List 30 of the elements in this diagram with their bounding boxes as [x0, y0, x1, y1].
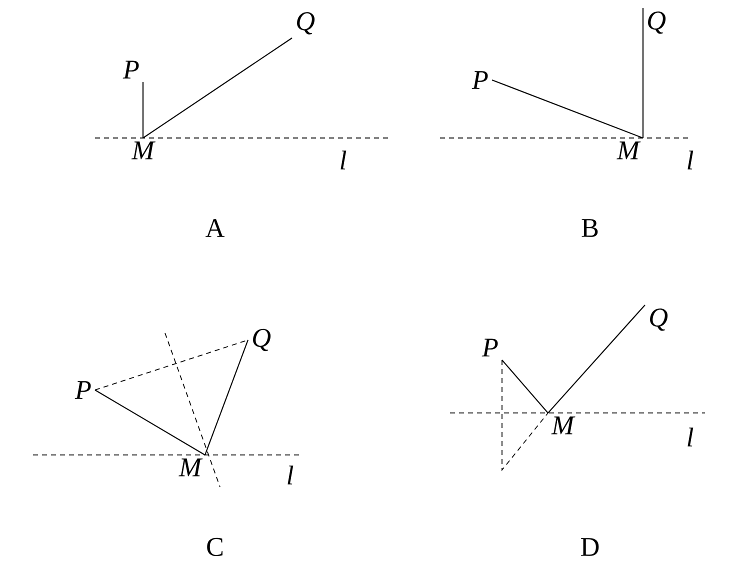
line-label: l [340, 150, 346, 170]
point-label: Q [648, 12, 666, 34]
line-label: l [688, 150, 694, 170]
line-segment [492, 79, 644, 138]
line-segment [142, 38, 292, 138]
line-segment [502, 360, 548, 414]
line-label: l [288, 466, 294, 484]
point-label: P [482, 338, 498, 356]
panel-label: B [582, 219, 598, 237]
point-label: P [74, 381, 91, 399]
panel-label: D [581, 538, 599, 556]
point-label: M [178, 458, 203, 476]
point-label: Q [253, 328, 271, 352]
point-label: P [472, 71, 488, 89]
point-label: M [616, 142, 641, 160]
dashed-line [94, 340, 248, 390]
dashed-line [502, 360, 548, 472]
line-label: l [688, 428, 694, 446]
point-label: Q [650, 308, 668, 331]
point-label: M [551, 416, 576, 434]
point-label: P [122, 60, 139, 78]
panel-label: A [206, 219, 225, 237]
panel-label: C [207, 538, 223, 556]
line-segment [142, 82, 144, 138]
point-label: M [131, 142, 156, 160]
line-segment [94, 390, 206, 456]
point-label: Q [297, 12, 315, 34]
line-segment [548, 304, 646, 414]
line-segment [204, 340, 249, 456]
line-segment [642, 8, 644, 138]
